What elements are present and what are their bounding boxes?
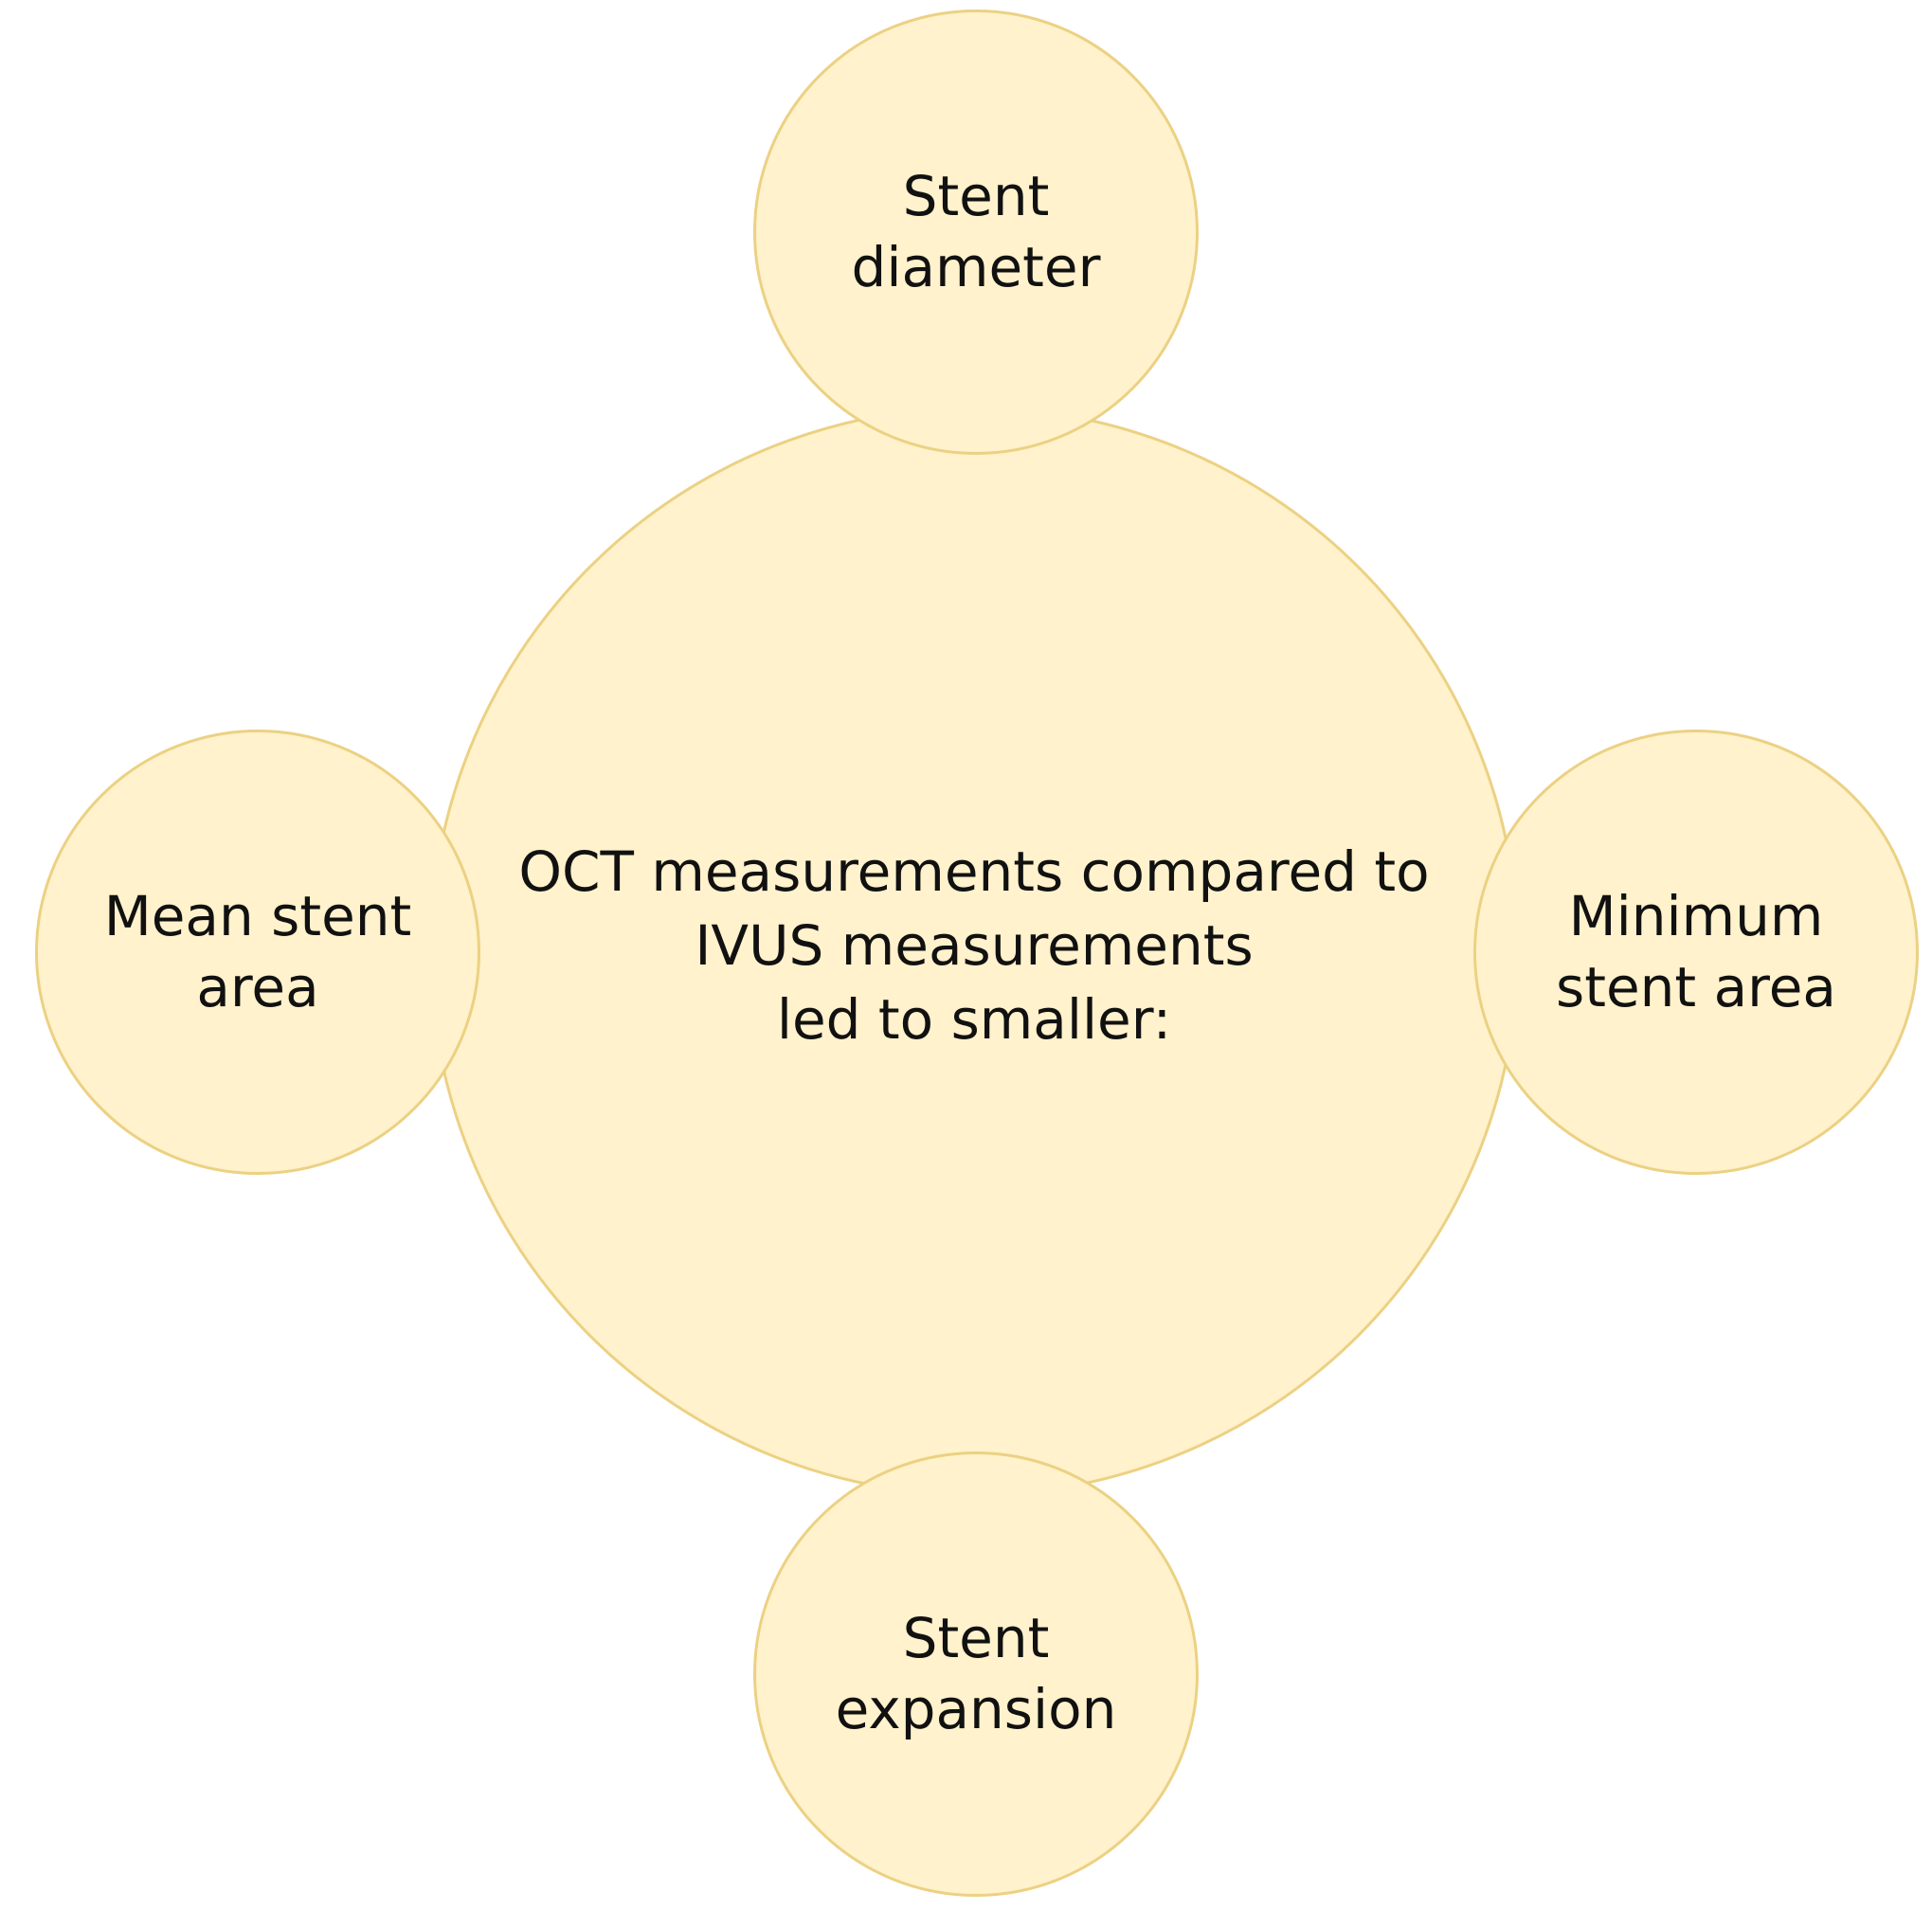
node-minimum-stent-area: Minimum stent area: [1473, 730, 1919, 1175]
center-label: OCT measurements compared to IVUS measur…: [518, 839, 1430, 1052]
node-stent-diameter: Stent diameter: [753, 9, 1199, 455]
node-stent-expansion: Stent expansion: [753, 1451, 1199, 1897]
node-label: Mean stent area: [103, 883, 412, 1019]
node-label: Minimum stent area: [1556, 883, 1836, 1019]
node-label: Stent diameter: [851, 163, 1101, 299]
node-mean-stent-area: Mean stent area: [35, 730, 480, 1175]
center-circle: OCT measurements compared to IVUS measur…: [429, 406, 1519, 1496]
node-label: Stent expansion: [835, 1605, 1117, 1741]
